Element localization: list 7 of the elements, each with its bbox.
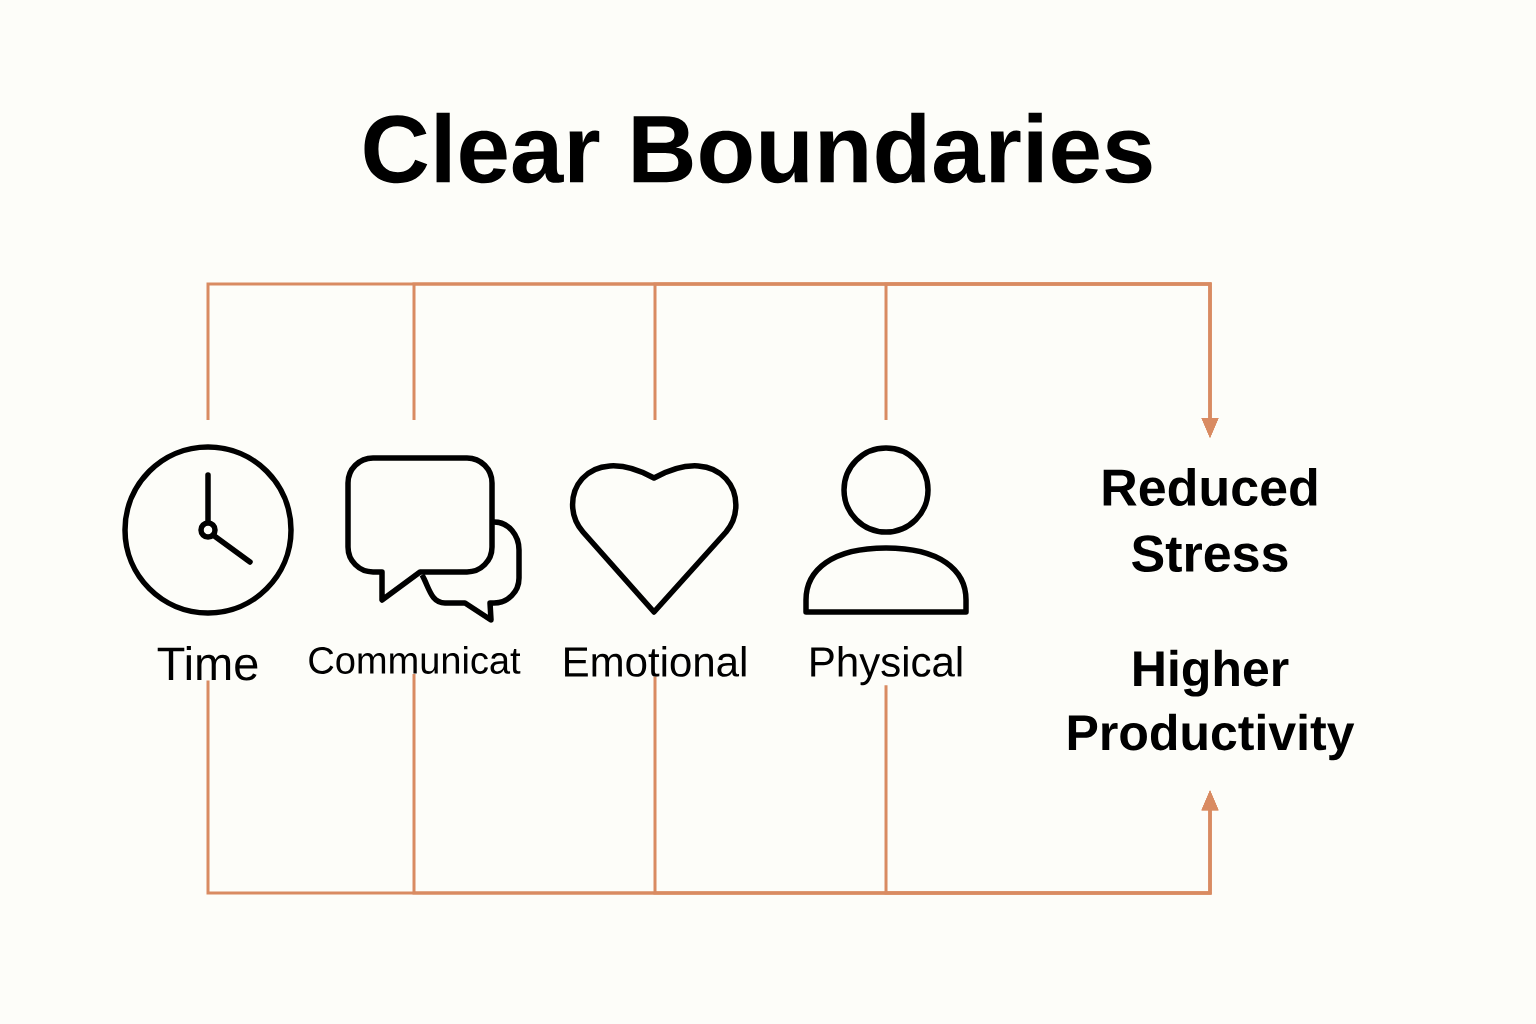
title: Clear Boundaries (364, 112, 1152, 184)
icon-label: Communicat (309, 646, 521, 674)
icon-label: Physical (811, 646, 962, 686)
icon-label: Emotional (565, 646, 746, 677)
outcome-text: Higher Productivity (1068, 649, 1355, 761)
outcome-text: Reduced Stress (1103, 467, 1317, 573)
icon-label: Time (157, 646, 258, 681)
